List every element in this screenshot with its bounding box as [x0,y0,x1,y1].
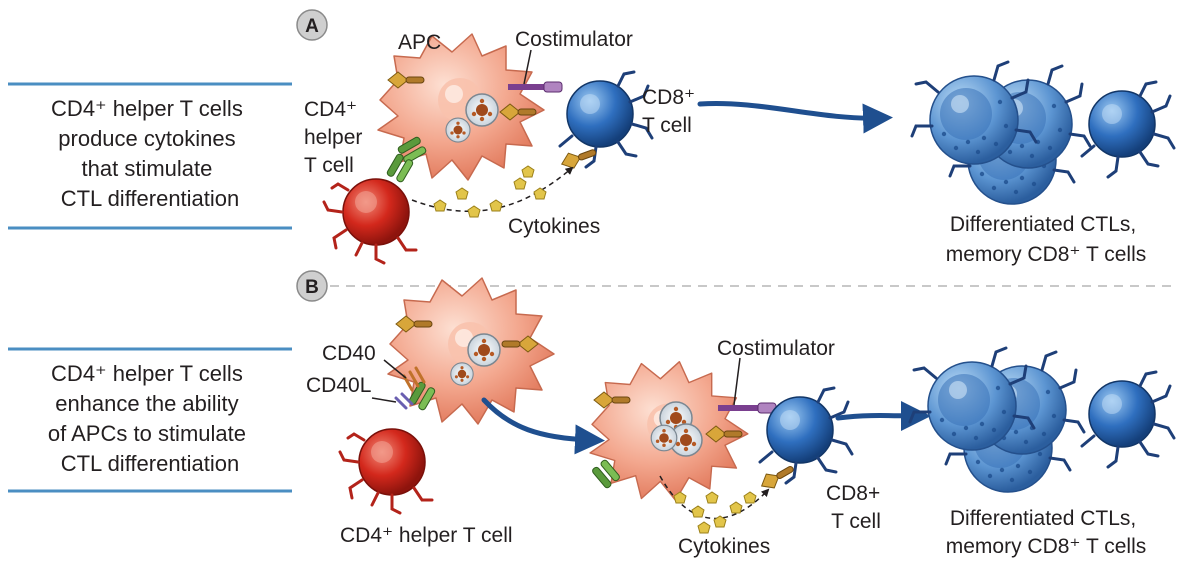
panel-b-costimulator-label: Costimulator [717,337,835,360]
panel-a-cd4-label: CD4⁺ helper T cell [304,98,368,177]
panel-b-cd8-label-line-2: T cell [831,510,881,533]
panel-a-badge [296,9,328,41]
panel-a-cd8-label-line-2: T cell [642,114,692,137]
panel-a-caption-line-1: CD4⁺ helper T cells [51,96,243,121]
panel-b-result-line-2: memory CD8⁺ T cells [946,535,1147,558]
panel-a-costimulator-receptor [543,81,563,93]
panel-a-costimulator-pointer [523,49,532,85]
panel-b-cd4-t-cell [338,427,434,515]
panel-b-cd8-label: CD8+ T cell [826,482,886,533]
panel-a-cd8-label-line-1: CD8⁺ [642,86,695,109]
panel-b-caption-line-1: CD4⁺ helper T cells [51,361,243,386]
panel-a-cd8-label: CD8⁺ T cell [642,86,701,137]
panel-b-costimulator [718,405,758,411]
panel-a-result-label: Differentiated CTLs, memory CD8⁺ T cells [946,213,1147,266]
panel-a-badge-label: A [305,16,319,37]
panel-b-badge-label: B [305,277,319,298]
panel-b-cd40l-pointer [371,397,397,403]
panel-a-cd8-receptor [558,143,599,173]
panel-b-cytokines-label: Cytokines [678,535,770,558]
panel-a-memory-cd8-cell [1080,80,1176,179]
panel-a-costimulator [508,84,544,90]
panel-b-antigen-vesicle [467,333,501,367]
panel-b-cd40l-molecule [394,392,414,410]
panel-b-caption-line-3: of APCs to stimulate [48,421,246,446]
panel-a-apc-label: APC [398,31,441,54]
panel-a-result-line-2: memory CD8⁺ T cells [946,243,1147,266]
panel-b-cd8-t-cell [758,386,854,485]
panel-b-cd40-pointer [383,359,407,379]
panel-b-cd40l-label: CD40L [306,374,371,397]
panel-b-cd4-label: CD4⁺ helper T cell [340,524,513,547]
panel-b-memory-cd8-cell [1080,370,1176,469]
panel-b-cytokines [673,491,757,534]
panel-a-cd4-label-line-1: CD4⁺ [304,98,357,121]
panel-b-activated-vesicle-3 [650,424,678,452]
panel-a-caption-line-4: CTL differentiation [61,186,240,211]
panel-a-antigen-vesicle-2 [445,117,471,143]
panel-b-costimulator-pointer [733,357,741,406]
panel-a-cd4-label-line-3: T cell [304,154,354,177]
panel-b-cd8-label-line-1: CD8+ [826,482,880,505]
panel-a-costimulator-label: Costimulator [515,28,633,51]
panel-b-antigen-vesicle-2 [450,362,474,386]
panel-b-caption-line-4: CTL differentiation [61,451,240,476]
panel-a-cd4-t-cell [322,177,418,265]
panel-a-caption: CD4⁺ helper T cells produce cytokines th… [51,96,249,211]
panel-a-cytokines-label: Cytokines [508,215,600,238]
panel-b-result-line-1: Differentiated CTLs, [950,507,1136,530]
panel-a-caption-line-2: produce cytokines [58,126,235,151]
panel-b-result-label: Differentiated CTLs, memory CD8⁺ T cells [946,507,1147,558]
panel-b-caption: CD4⁺ helper T cells enhance the ability … [48,361,252,476]
panel-b-cd8-receptor [757,460,798,494]
panel-a-cd8-t-cell [558,70,654,169]
panel-a-cd4-label-line-2: helper [304,126,362,149]
panel-b-cd40-label: CD40 [322,342,376,365]
panel-a-result-line-1: Differentiated CTLs, [950,213,1136,236]
panel-b-activation-arrow [481,397,605,455]
panel-b-differentiation-arrow [835,400,931,431]
panel-b-cytokine-path [659,475,770,520]
panel-b-badge [296,270,328,302]
panel-a-caption-line-3: that stimulate [82,156,213,181]
panel-a-antigen-vesicle [465,93,499,127]
panel-b-caption-line-2: enhance the ability [55,391,238,416]
panel-a-differentiation-arrow [697,100,893,134]
